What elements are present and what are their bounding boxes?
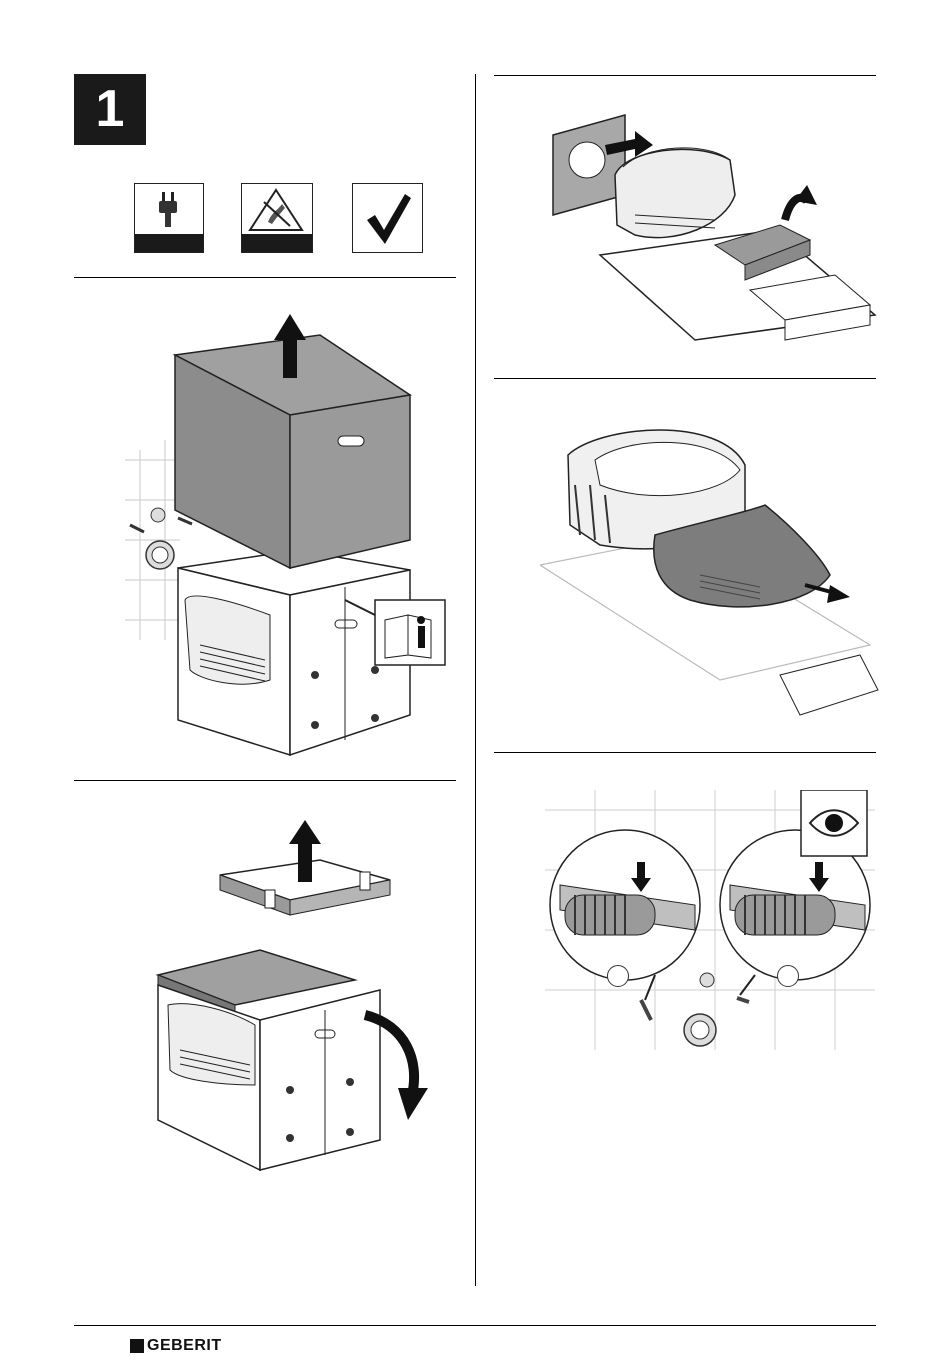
- figure-check-threaded-rods: [545, 790, 875, 1050]
- callout-right: [777, 965, 799, 987]
- footer-rule: [74, 1325, 876, 1326]
- divider-right-3: [494, 752, 876, 753]
- callout-left: [607, 965, 629, 987]
- checkmark-icon: [352, 183, 423, 253]
- logo-text: GEBERIT: [147, 1338, 222, 1354]
- geberit-logo: GEBERIT: [130, 1338, 222, 1354]
- figure-slide-panel-lift-cover: [545, 105, 880, 355]
- divider-left-2: [74, 780, 456, 781]
- figure-remove-insert-fold-flap: [140, 820, 440, 1190]
- esd-warning-icon: [241, 183, 313, 253]
- divider-right-1: [494, 75, 876, 76]
- step-number: 1: [74, 74, 146, 145]
- figure-remove-side-cover: [540, 415, 880, 735]
- figure-lift-box-off: [120, 300, 460, 760]
- logo-square-icon: [130, 1339, 144, 1353]
- divider-left-1: [74, 277, 456, 278]
- column-divider: [475, 74, 476, 1286]
- divider-right-2: [494, 378, 876, 379]
- plug-icon: [134, 183, 204, 253]
